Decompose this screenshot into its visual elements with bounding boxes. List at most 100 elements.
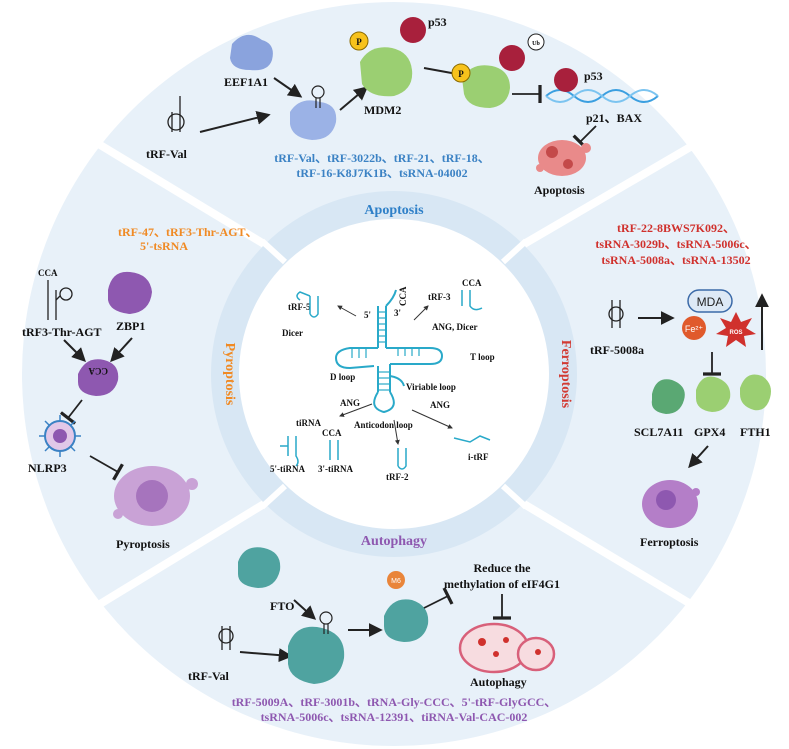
zbp1-protein-icon	[108, 271, 152, 314]
pyroptosis-cca-label: CCA	[38, 268, 58, 278]
center-dicer-label: Dicer	[282, 328, 303, 338]
autophagosome-icon	[458, 622, 556, 674]
trf3-thr-hairpin-icon	[47, 280, 73, 320]
gpx4-label: GPX4	[694, 425, 725, 439]
trf-val-hairpin-icon	[167, 96, 185, 132]
scl7a11-protein-icon	[651, 379, 685, 414]
ferroptosis-panel: tRF-22-8BWS7K092、 tsRNA-3029b、tsRNA-5006…	[590, 221, 771, 549]
autophagy-trf-hairpin-icon	[218, 626, 234, 650]
center-t-loop: T loop	[470, 352, 495, 362]
center-three-prime: 3'	[394, 308, 401, 318]
center-disc	[239, 219, 549, 529]
fe-icon	[682, 316, 706, 340]
m6a-badge	[387, 571, 405, 589]
mdm2-label: MDM2	[364, 103, 401, 117]
apoptosis-panel: tRF-Val EEF1A1 p53 P MDM2 P Ub	[146, 15, 659, 197]
m6a-badge-label: M6	[391, 578, 401, 585]
eef1a1-label: EEF1A1	[224, 75, 268, 89]
center-variable-loop: Viriable loop	[406, 382, 456, 392]
apoptosis-rna-line2: tRF-16-K8J7K1B、tsRNA-04002	[296, 166, 467, 180]
trf3-thr-label: tRF3-Thr-AGT	[22, 325, 102, 339]
ub-badge-label: Ub	[532, 41, 540, 47]
p53-right-label: p53	[584, 69, 603, 83]
mda-box	[687, 289, 733, 313]
center-trf5-label: tRF-5	[288, 302, 311, 312]
fe-label: Fe²⁺	[685, 324, 704, 334]
pyroptosis-rna-line2: 5'-tsRNA	[140, 239, 188, 253]
arrow-zbp1-down	[110, 337, 133, 363]
fth1-label: FTH1	[740, 425, 771, 439]
center-tirna: tiRNA	[296, 418, 321, 428]
ferroptosis-outcome-label: Ferroptosis	[640, 535, 699, 549]
fragment-icons	[280, 290, 491, 470]
trna-structure	[334, 289, 444, 414]
nlrp3-label: NLRP3	[28, 461, 67, 475]
ferroptosis-rna-line2: tsRNA-3029b、tsRNA-5006c、	[595, 237, 756, 251]
pyroptosis-rna-line1: tRF-47、tRF3-Thr-AGT、	[118, 225, 258, 239]
autophagy-panel: FTO tRF-Val M6 Reduce the methylation of…	[188, 547, 560, 724]
center-ang-dicer-label: ANG, Dicer	[432, 322, 477, 332]
inhibit-to-methylation	[423, 587, 454, 609]
reduce-line2: methylation of eIF4G1	[444, 577, 560, 591]
center-five-tirna: 5'-tiRNA	[270, 464, 305, 474]
arrow-complex-to-mdm2	[339, 86, 369, 111]
autophagy-outcome-label: Autophagy	[470, 675, 527, 689]
center-trf3-label: tRF-3	[428, 292, 451, 302]
apoptosis-rna-line1: tRF-Val、tRF-3022b、tRF-21、tRF-18、	[274, 151, 490, 165]
ferroptosis-rna-line1: tRF-22-8BWS7K092、	[617, 221, 735, 235]
center-ang-left: ANG	[340, 398, 360, 408]
p21-bax-label: p21、BAX	[586, 111, 642, 125]
ring-dividers	[84, 133, 707, 616]
pyroptosis-panel: tRF-47、tRF3-Thr-AGT、 5'-tsRNA CCA tRF3-T…	[22, 225, 258, 551]
mdm2-complex-icon	[462, 65, 510, 108]
p-badge-1	[349, 31, 369, 51]
eef1a1-protein-icon	[230, 34, 273, 71]
apoptosis-outcome-label: Apoptosis	[534, 183, 585, 197]
arrow-trfval-to-eef	[199, 110, 271, 133]
mdm2-protein-icon	[360, 47, 413, 97]
p53-top-label: p53	[428, 15, 447, 29]
fto-trf-complex-icon	[288, 626, 345, 684]
center-itrf: i-tRF	[468, 452, 489, 462]
trf5008a-label: tRF-5008a	[590, 343, 644, 357]
p-badge-1-label: P	[356, 37, 362, 47]
section-title-apoptosis: Apoptosis	[364, 203, 424, 218]
eef-trf-complex-icon	[290, 100, 337, 140]
p-badge-2-label: P	[458, 69, 464, 79]
center-five-prime: 5'	[364, 310, 371, 320]
p53-dna-icon	[554, 68, 578, 92]
arrow-fto-down	[293, 599, 317, 620]
apoptosis-trf-val-label: tRF-Val	[146, 147, 188, 161]
fto-protein-icon	[238, 547, 281, 588]
pyroptotic-cell-icon	[113, 466, 198, 526]
center-d-loop: D loop	[330, 372, 355, 382]
section-title-autophagy: Autophagy	[361, 534, 427, 549]
autophagy-rna-line2: tsRNA-5006c、tsRNA-12391、tiRNA-Val-CAC-00…	[261, 710, 528, 724]
p-badge-2	[451, 63, 471, 83]
inhibit-to-pyroptosis	[89, 455, 124, 481]
center-cca-trf3: CCA	[462, 278, 482, 288]
trf5008a-hairpin-icon	[608, 300, 624, 328]
zbp1-trf3-complex-icon	[78, 359, 119, 396]
reduce-line1: Reduce the	[474, 561, 532, 575]
center-ang-right: ANG	[430, 400, 450, 410]
complex-hairpin-icon	[311, 85, 325, 108]
section-title-ferroptosis: Ferroptosis	[558, 340, 573, 409]
arrow-to-ferroptosis	[688, 445, 709, 469]
arrow-eef-down	[273, 77, 303, 98]
apoptotic-cell-icon	[536, 140, 591, 176]
autophagy-rna-line1: tRF-5009A、tRF-3001b、tRNA-Gly-CCC、5'-tRF-…	[232, 695, 557, 709]
section-title-pyroptosis: Pyroptosis	[222, 343, 237, 406]
autophagy-trf-val-label: tRF-Val	[188, 669, 230, 683]
inhibit-to-nlrp3	[59, 399, 83, 425]
m6a-protein-icon	[384, 599, 429, 642]
inhibit-to-apoptosis	[572, 125, 597, 150]
ros-label: ROS	[729, 330, 742, 336]
p53-top-icon	[400, 17, 426, 43]
center-cca-top: CCA	[398, 286, 408, 306]
scl7a11-label: SCL7A11	[634, 425, 683, 439]
center-trf2: tRF-2	[386, 472, 409, 482]
center-arrows	[337, 305, 453, 445]
center-anticodon-loop: Anticodon loop	[354, 420, 413, 430]
